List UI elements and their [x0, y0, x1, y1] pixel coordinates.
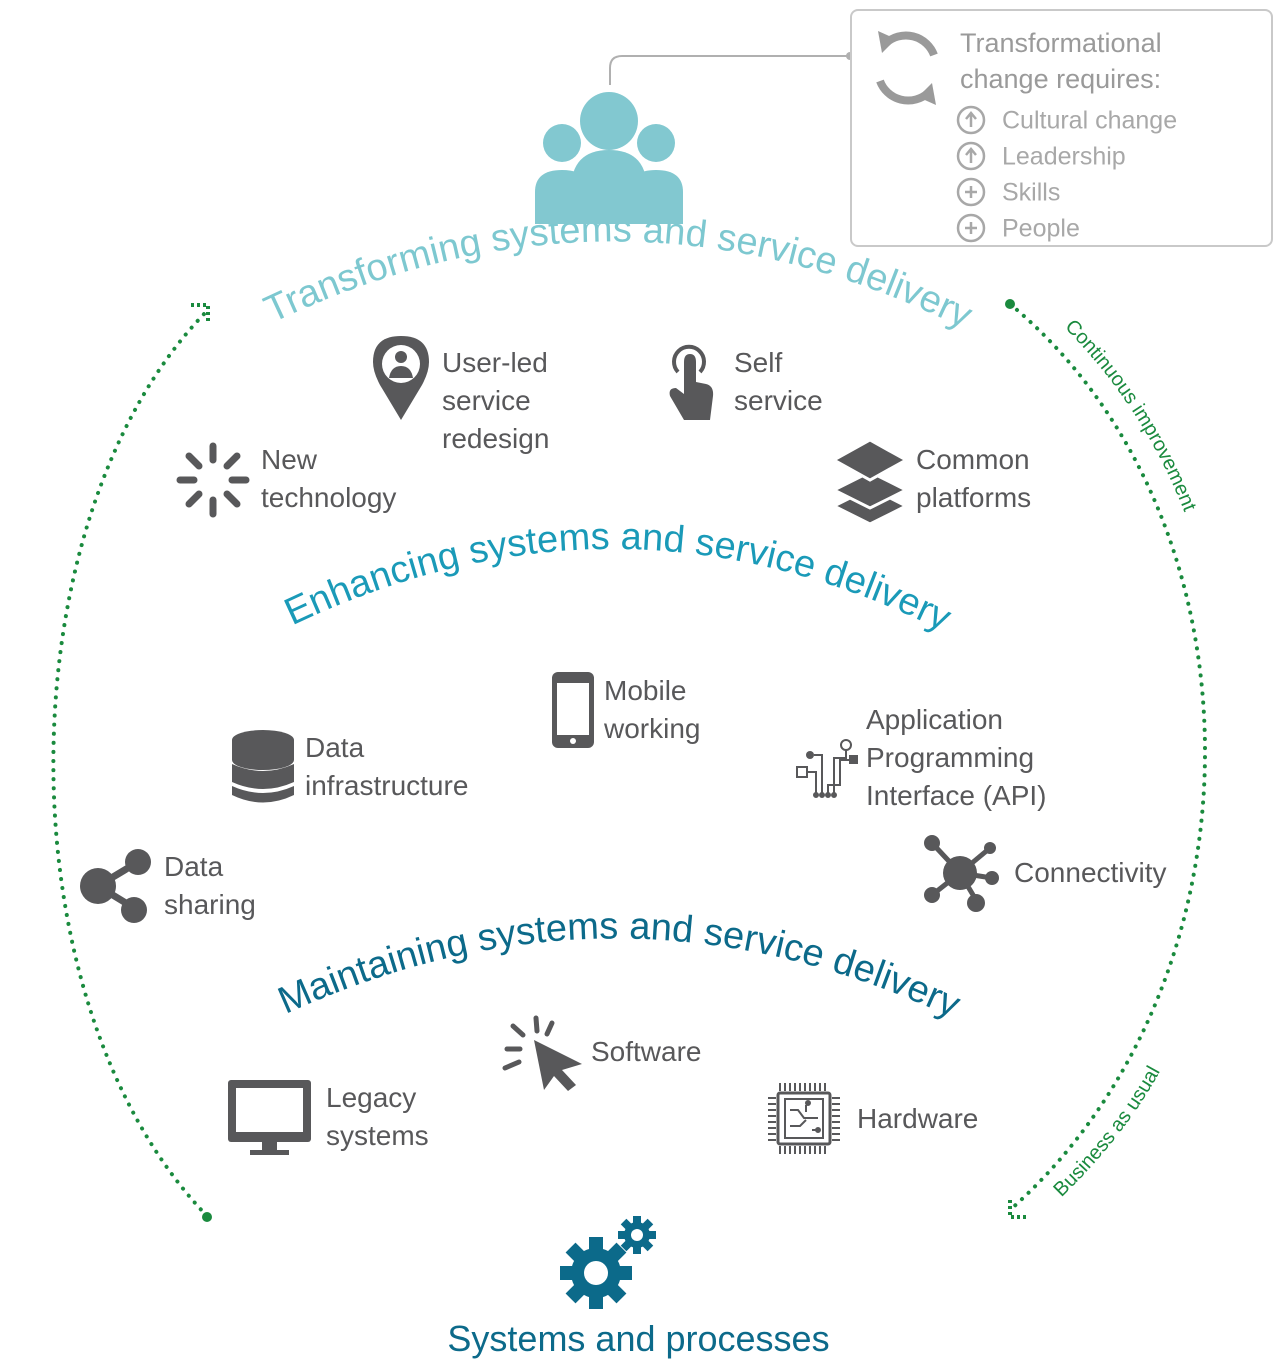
user-led-service-redesign-label: User-led service redesign: [442, 347, 550, 454]
plus-circle-icon: [956, 214, 986, 243]
api-circuit-icon: [796, 739, 858, 798]
cycle-dot-top-right: [1005, 299, 1015, 309]
maintaining-heading: Maintaining systems and service delivery: [272, 905, 966, 1026]
business-as-usual-label: Business as usual: [1049, 1063, 1164, 1201]
arrow-up-circle-icon: [956, 106, 986, 135]
new-technology-label: New technology: [261, 444, 397, 513]
mobile-phone-icon: [552, 672, 594, 748]
software-label: Software: [591, 1036, 702, 1067]
database-icon: [232, 730, 294, 803]
share-icon: [80, 849, 151, 923]
systems-and-processes-title: Systems and processes: [447, 1318, 830, 1359]
left-dotted-arc: [51, 311, 209, 1218]
cursor-click-icon: [502, 1015, 582, 1091]
connectivity-label: Connectivity: [1014, 857, 1167, 888]
requirement-people: People: [956, 210, 1080, 246]
requirement-leadership: Leadership: [956, 138, 1126, 174]
location-person-icon: [373, 336, 429, 420]
touch-icon: [669, 344, 714, 420]
api-label: Application Programming Interface (API): [866, 704, 1047, 811]
requirement-cultural-change: Cultural change: [956, 102, 1177, 138]
requirements-title: Transformational change requires:: [960, 28, 1162, 94]
continuous-improvement-label: Continuous improvement: [1061, 315, 1201, 514]
arrow-up-circle-icon: [956, 142, 986, 171]
data-sharing-label: Data sharing: [164, 851, 256, 920]
cycle-dot-bottom-left: [202, 1212, 212, 1222]
people-icon: [535, 92, 683, 224]
requirements-box: Transformational change requires: Cultur…: [850, 9, 1273, 247]
self-service-label: Self service: [734, 347, 823, 416]
people-connector-line: [609, 55, 850, 85]
data-infrastructure-label: Data infrastructure: [305, 732, 469, 801]
plus-circle-icon: [956, 178, 986, 207]
mobile-working-label: Mobile working: [604, 675, 701, 744]
hardware-label: Hardware: [857, 1103, 979, 1134]
legacy-systems-label: Legacy systems: [326, 1082, 429, 1151]
monitor-icon: [228, 1080, 311, 1155]
common-platforms-label: Common platforms: [916, 444, 1032, 513]
chip-icon: [768, 1083, 840, 1154]
enhancing-heading: Enhancing systems and service delivery: [278, 516, 957, 640]
layers-icon: [830, 438, 910, 526]
gears-icon: [560, 1216, 656, 1309]
cycle-arrows-icon: [876, 31, 938, 105]
right-dotted-arc: [1008, 302, 1207, 1212]
network-hub-icon: [924, 835, 999, 912]
cycle-ring: [51, 299, 1207, 1222]
cycle-arrowhead-bottom-right: [1008, 1200, 1027, 1219]
requirement-skills: Skills: [956, 174, 1060, 210]
burst-icon: [176, 442, 250, 518]
